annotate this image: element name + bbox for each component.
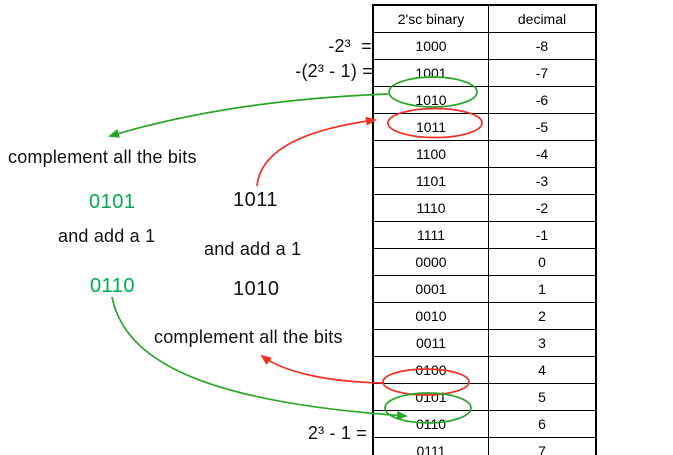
table-header-row: 2'sc binary decimal (372, 4, 597, 33)
table-row: 1111-1 (372, 221, 597, 249)
formula-2-cubed-minus-1: 2³ - 1 = (307, 423, 367, 443)
arrow-0101-to-complement-bottom (260, 354, 384, 384)
binary-cell: 0000 (372, 248, 489, 276)
binary-cell: 1011 (372, 113, 489, 141)
decimal-cell: -8 (488, 32, 597, 60)
column-header-decimal: decimal (488, 4, 597, 33)
table-header: 2'sc binary decimal (372, 4, 597, 33)
binary-cell: 1100 (372, 140, 489, 168)
arrow-0110-label-to-table (111, 296, 408, 420)
formula-neg-2-cubed: -2³ = (328, 36, 372, 56)
binary-cell: 1010 (372, 86, 489, 114)
decimal-cell: 5 (488, 383, 597, 411)
decimal-cell: -5 (488, 113, 597, 141)
decimal-cell: -7 (488, 59, 597, 87)
operand-1011: 1011 (233, 189, 279, 211)
table-row: 1000-8 (372, 32, 597, 60)
table-row: 1101-3 (372, 167, 597, 195)
binary-cell: 1000 (372, 32, 489, 60)
decimal-cell: -6 (488, 86, 597, 114)
operand-1010: 1010 (233, 278, 280, 300)
decimal-cell: 1 (488, 275, 597, 303)
table-row: 1001-7 (372, 59, 597, 87)
decimal-cell: 2 (488, 302, 597, 330)
decimal-cell: -4 (488, 140, 597, 168)
decimal-cell: 0 (488, 248, 597, 276)
binary-cell: 0010 (372, 302, 489, 330)
binary-cell: 1111 (372, 221, 489, 249)
decimal-cell: 3 (488, 329, 597, 357)
decimal-cell: -2 (488, 194, 597, 222)
binary-cell: 1001 (372, 59, 489, 87)
table-row: 1110-2 (372, 194, 597, 222)
table-row: 1010-6 (372, 86, 597, 114)
decimal-cell: -1 (488, 221, 597, 249)
binary-cell: 1101 (372, 167, 489, 195)
complement-text-bottom: complement all the bits (154, 327, 343, 347)
add-one-text-left: and add a 1 (58, 226, 156, 246)
table-row: 1011-5 (372, 113, 597, 141)
binary-cell: 0101 (372, 383, 489, 411)
decimal-cell: 6 (488, 410, 597, 438)
arrow-1010-to-complement-top (108, 93, 389, 138)
binary-cell: 0001 (372, 275, 489, 303)
result-0101: 0101 (89, 191, 136, 213)
formula-neg-2-cubed-minus-1: -(2³ - 1) = (295, 61, 373, 81)
add-one-text-right: and add a 1 (204, 239, 302, 259)
complement-text-top: complement all the bits (8, 147, 197, 167)
decimal-cell: -3 (488, 167, 597, 195)
decimal-cell: 4 (488, 356, 597, 384)
binary-cell: 0011 (372, 329, 489, 357)
result-0110: 0110 (90, 275, 136, 297)
binary-cell: 0111 (372, 437, 489, 455)
column-header-binary: 2'sc binary (372, 4, 489, 33)
table-row: 1100-4 (372, 140, 597, 168)
binary-cell: 0100 (372, 356, 489, 384)
decimal-cell: 7 (488, 437, 597, 455)
arrow-1011-label-to-table (256, 116, 377, 187)
binary-cell: 0110 (372, 410, 489, 438)
binary-cell: 1110 (372, 194, 489, 222)
